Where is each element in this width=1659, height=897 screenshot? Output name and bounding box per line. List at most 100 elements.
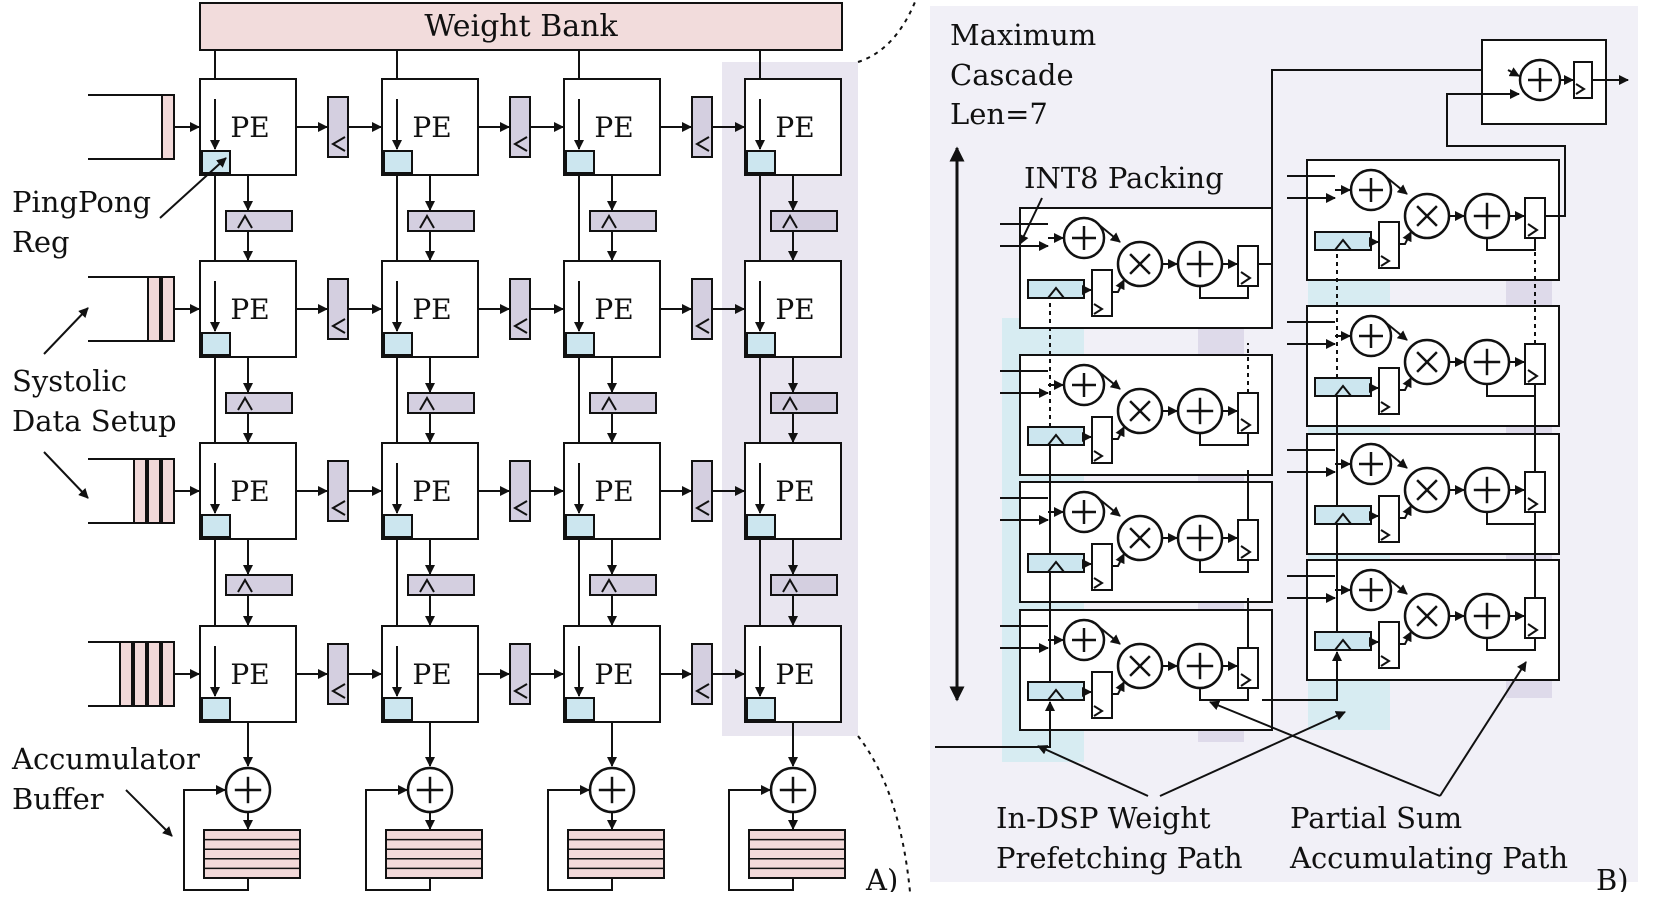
wreg-to-mult [1399,505,1412,519]
preadder-to-mult [1384,449,1408,469]
postadder-icon [1176,514,1224,562]
vertical-register [589,574,657,596]
pe-label: PE [412,475,451,508]
register-clock-icon [1527,623,1539,637]
register-clock-icon [1527,223,1539,237]
vertical-register [770,392,838,414]
multiplier-icon [1403,466,1451,514]
accumulator-buffer [385,829,483,879]
vertical-register [407,210,475,232]
multiplier-icon [1403,338,1451,386]
register-clock-icon [1240,418,1252,432]
wreg-to-mult [1112,553,1125,567]
zoom-connector-top [857,1,916,63]
preadder-to-mult [1384,575,1408,595]
register-clock-icon [1240,673,1252,687]
accumulator-feedback [547,785,613,891]
wreg-to-mult [1399,377,1412,391]
preadder-to-mult [1384,321,1408,341]
vertical-register [225,210,293,232]
register-clock-icon [1334,638,1352,651]
register-clock-icon [695,683,710,699]
preadder-icon [1062,216,1106,260]
vertical-register [225,574,293,596]
accumulator-pointer [125,789,173,837]
register-clock-icon [1047,286,1065,299]
pe-label: PE [775,475,814,508]
postadder-feedback [1486,638,1536,651]
pingpong-register [383,697,413,721]
register-clock-icon [513,136,528,152]
register-clock-icon [331,318,346,334]
register-clock-icon [1047,560,1065,573]
pe-label: PE [412,293,451,326]
pingpong-label-line1: PingPong [12,185,151,219]
pe-label: PE [230,293,269,326]
wreg-to-mult [1112,426,1125,440]
accumulator-label-line2: Buffer [12,782,104,816]
register-clock-icon [1093,450,1104,462]
cascade-out-left [1258,65,1509,265]
accumulator-buffer [567,829,665,879]
pe-label: PE [594,293,633,326]
register-clock-icon [1380,255,1391,267]
fifo-slot [161,94,175,160]
prefetch-pointer-right [1159,711,1346,797]
pe-label: PE [775,111,814,144]
fifo-slot [161,458,175,524]
multiplier-icon-d2 [1416,351,1438,373]
cascade-out-right [1446,89,1566,217]
register-clock-icon [601,578,617,593]
vertical-register [770,210,838,232]
multiplier-icon-d2 [1129,527,1151,549]
multiplier-icon-d2 [1129,253,1151,275]
preadder-icon [1062,618,1106,662]
register-clock-icon [1334,238,1352,251]
preadder-icon [1349,168,1393,212]
pingpong-register [201,697,231,721]
register-clock-icon [695,136,710,152]
register-clock-icon [1047,688,1065,701]
preadder-icon [1062,363,1106,407]
fifo-slot [147,641,161,707]
postadder-icon [1463,466,1511,514]
pe-label: PE [594,111,633,144]
postadder-icon [1176,387,1224,435]
final-adder-icon [1518,58,1562,102]
pe-label: PE [594,658,633,691]
register-clock-icon [1334,384,1352,397]
postadder-feedback [1486,238,1536,251]
pingpong-register [383,514,413,538]
accumulator-adder [406,766,454,814]
pingpong-register [746,332,776,356]
output-register [1524,197,1546,239]
preadder-icon [1062,490,1106,534]
preadder-to-mult [1097,497,1121,517]
pingpong-register [565,150,595,174]
int8-packing-pointer [1019,197,1043,245]
register-clock-icon [1047,433,1065,446]
partial-pointer-left [1209,700,1441,797]
wreg-to-mult [1399,231,1412,245]
pe-label: PE [230,475,269,508]
register-clock-icon [782,214,798,229]
postadder-feedback [1486,384,1536,397]
weight-prefetch-entry-right [1262,651,1342,701]
pe-label: PE [412,111,451,144]
register-clock-icon [1240,545,1252,559]
accumulator-adder [224,766,272,814]
postadder-feedback [1199,433,1249,446]
register-clock-icon [237,396,253,411]
multiplier-icon [1403,192,1451,240]
pingpong-register [746,514,776,538]
register-clock-icon [1380,655,1391,667]
systolic-label-line2: Data Setup [12,404,177,438]
postadder-icon [1176,240,1224,288]
panel-b-tag: B) [1596,863,1629,892]
panel-b-dsp-cascade: Maximum Cascade Len=7 INT8 Packing In-DS… [930,6,1638,897]
register-clock-icon [695,318,710,334]
postadder-icon [1463,192,1511,240]
vertical-register [770,574,838,596]
